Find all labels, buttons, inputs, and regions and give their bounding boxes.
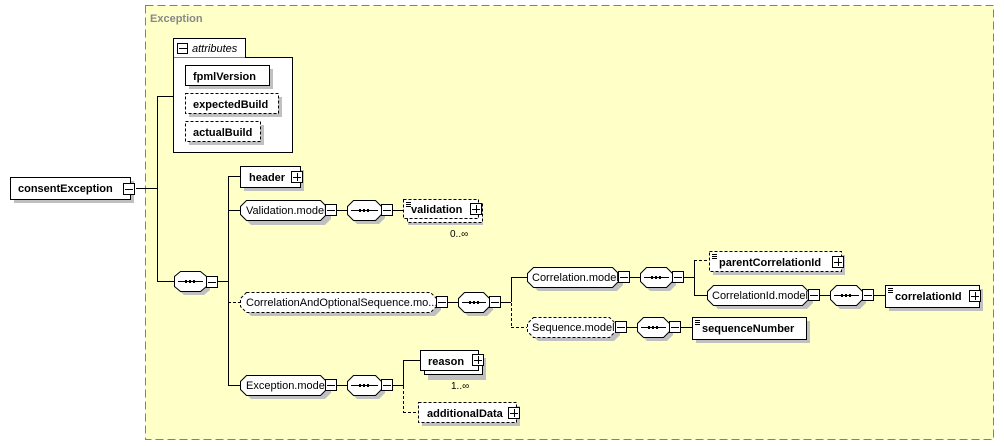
group-validation-model[interactable]: Validation.model — [240, 200, 337, 226]
occurrence-label: 1..∞ — [451, 381, 469, 392]
sequence-compositor[interactable] — [347, 375, 393, 400]
group-exception-model[interactable]: Exception.model — [240, 375, 337, 400]
expand-plus-icon[interactable] — [472, 354, 484, 366]
collapse-minus-icon[interactable] — [489, 296, 501, 308]
svg-text:parentCorrelationId: parentCorrelationId — [719, 257, 821, 269]
collapse-minus-icon[interactable] — [808, 289, 820, 301]
attributes-group: attributes fpmlVersion expectedBuild act… — [173, 38, 293, 153]
svg-text:reason: reason — [428, 356, 464, 368]
collapse-minus-icon[interactable] — [206, 276, 218, 288]
type-label: Exception — [150, 13, 203, 25]
svg-text:validation: validation — [411, 204, 463, 216]
svg-text:Correlation.model: Correlation.model — [532, 272, 619, 284]
collapse-minus-icon[interactable] — [436, 296, 448, 308]
group-sequence-model[interactable]: Sequence.model — [527, 317, 627, 342]
attribute-fpmlversion[interactable]: fpmlVersion — [185, 65, 274, 90]
collapse-minus-icon[interactable] — [381, 204, 393, 216]
svg-text:additionalData: additionalData — [427, 408, 504, 420]
element-additional-data[interactable]: additionalData — [418, 402, 521, 427]
svg-text:Sequence.model: Sequence.model — [532, 322, 615, 334]
attribute-actualbuild[interactable]: actualBuild — [185, 121, 265, 146]
collapse-minus-icon[interactable] — [381, 379, 393, 391]
sequence-compositor[interactable] — [830, 285, 874, 310]
element-header[interactable]: header — [240, 166, 305, 192]
group-correlation-model[interactable]: Correlation.model — [527, 267, 630, 292]
collapse-minus-icon[interactable] — [862, 289, 874, 301]
attribute-expectedbuild[interactable]: expectedBuild — [185, 93, 283, 118]
element-parent-correlation-id[interactable]: parentCorrelationId — [709, 251, 846, 276]
text-content-icon — [695, 320, 700, 325]
sequence-compositor[interactable] — [174, 271, 218, 296]
svg-text:header: header — [249, 172, 286, 184]
expand-plus-icon[interactable] — [832, 256, 844, 268]
connectors — [136, 96, 885, 413]
collapse-minus-icon[interactable] — [325, 379, 337, 391]
svg-text:CorrelationAndOptionalSequence: CorrelationAndOptionalSequence.mo... — [246, 297, 437, 309]
svg-text:fpmlVersion: fpmlVersion — [193, 71, 256, 83]
expand-plus-icon[interactable] — [508, 407, 520, 419]
element-sequence-number[interactable]: sequenceNumber — [692, 317, 811, 344]
group-correlation-and-optional-sequence-model[interactable]: CorrelationAndOptionalSequence.mo... — [240, 292, 448, 317]
root-element-label: consentException — [18, 183, 113, 195]
text-content-icon — [406, 202, 411, 207]
expand-plus-icon[interactable] — [291, 171, 303, 183]
group-correlation-id-model[interactable]: CorrelationId.model — [707, 285, 820, 310]
text-content-icon — [888, 288, 893, 293]
expand-plus-icon[interactable] — [969, 290, 981, 302]
element-reason[interactable]: reason 1..∞ — [420, 350, 487, 393]
element-correlation-id[interactable]: correlationId — [885, 285, 984, 312]
svg-text:Validation.model: Validation.model — [246, 205, 327, 217]
element-validation[interactable]: validation 0..∞ — [403, 199, 484, 241]
sequence-compositor[interactable] — [458, 292, 501, 317]
collapse-minus-icon[interactable] — [672, 271, 684, 283]
svg-text:sequenceNumber: sequenceNumber — [702, 323, 795, 335]
svg-text:expectedBuild: expectedBuild — [193, 99, 268, 111]
sequence-compositor[interactable] — [347, 200, 393, 225]
attributes-collapse-minus-icon[interactable] — [177, 43, 188, 54]
collapse-minus-icon[interactable] — [615, 321, 627, 333]
svg-text:CorrelationId.model: CorrelationId.model — [712, 290, 808, 302]
collapse-minus-icon[interactable] — [669, 321, 681, 333]
svg-text:correlationId: correlationId — [895, 291, 962, 303]
root-element[interactable]: consentException — [10, 177, 135, 204]
expand-plus-icon[interactable] — [470, 203, 482, 215]
sequence-compositor[interactable] — [637, 317, 681, 342]
attributes-label: attributes — [192, 43, 238, 55]
text-content-icon — [712, 254, 717, 259]
collapse-minus-icon[interactable] — [123, 183, 135, 195]
collapse-minus-icon[interactable] — [325, 204, 337, 216]
collapse-minus-icon[interactable] — [618, 271, 630, 283]
sequence-compositor[interactable] — [640, 267, 684, 292]
svg-text:Exception.model: Exception.model — [246, 380, 327, 392]
occurrence-label: 0..∞ — [450, 229, 468, 240]
svg-text:actualBuild: actualBuild — [193, 127, 252, 139]
